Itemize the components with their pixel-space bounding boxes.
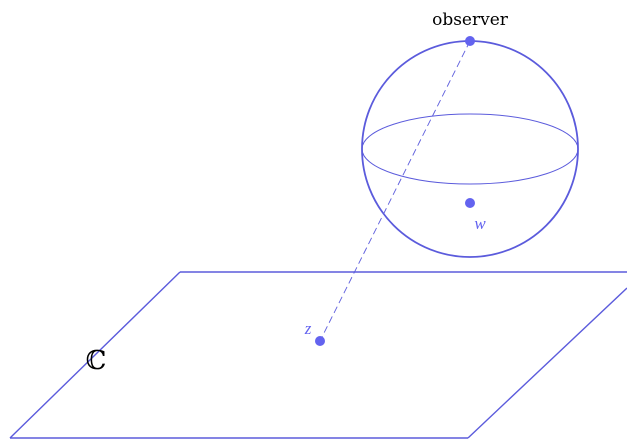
w-point [465,198,475,208]
sphere-equator [361,113,579,185]
z-label: z [304,319,312,338]
plane-label: ℂ [86,346,107,376]
observer-point [465,36,475,46]
sphere-outline [361,40,579,258]
plane-right-edge [467,287,627,439]
riemann-sphere [361,40,579,258]
z-point [315,336,325,346]
w-label: w [474,214,486,233]
complex-plane [9,271,627,439]
plane-left-edge [9,271,181,439]
observer-label: observer [432,10,509,30]
projection-line [319,40,471,342]
